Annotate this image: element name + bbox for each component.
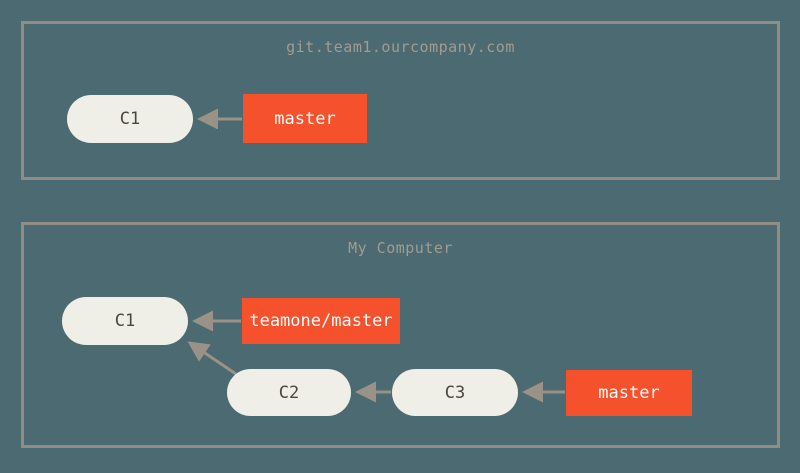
commit-node-c1-server[interactable]: C1	[67, 95, 193, 143]
panel-remote-server: git.team1.ourcompany.com	[21, 21, 780, 180]
commit-node-c3-local[interactable]: C3	[392, 369, 518, 416]
branch-label-master-server[interactable]: master	[243, 94, 367, 143]
commit-node-c2-local[interactable]: C2	[227, 369, 351, 416]
commit-node-c1-local[interactable]: C1	[62, 297, 188, 345]
branch-label-master-local[interactable]: master	[566, 370, 692, 416]
panel-my-computer-title: My Computer	[348, 239, 453, 257]
panel-remote-server-title: git.team1.ourcompany.com	[286, 38, 515, 56]
branch-label-teamone-master[interactable]: teamone/master	[242, 298, 400, 344]
panel-my-computer: My Computer	[21, 222, 780, 448]
